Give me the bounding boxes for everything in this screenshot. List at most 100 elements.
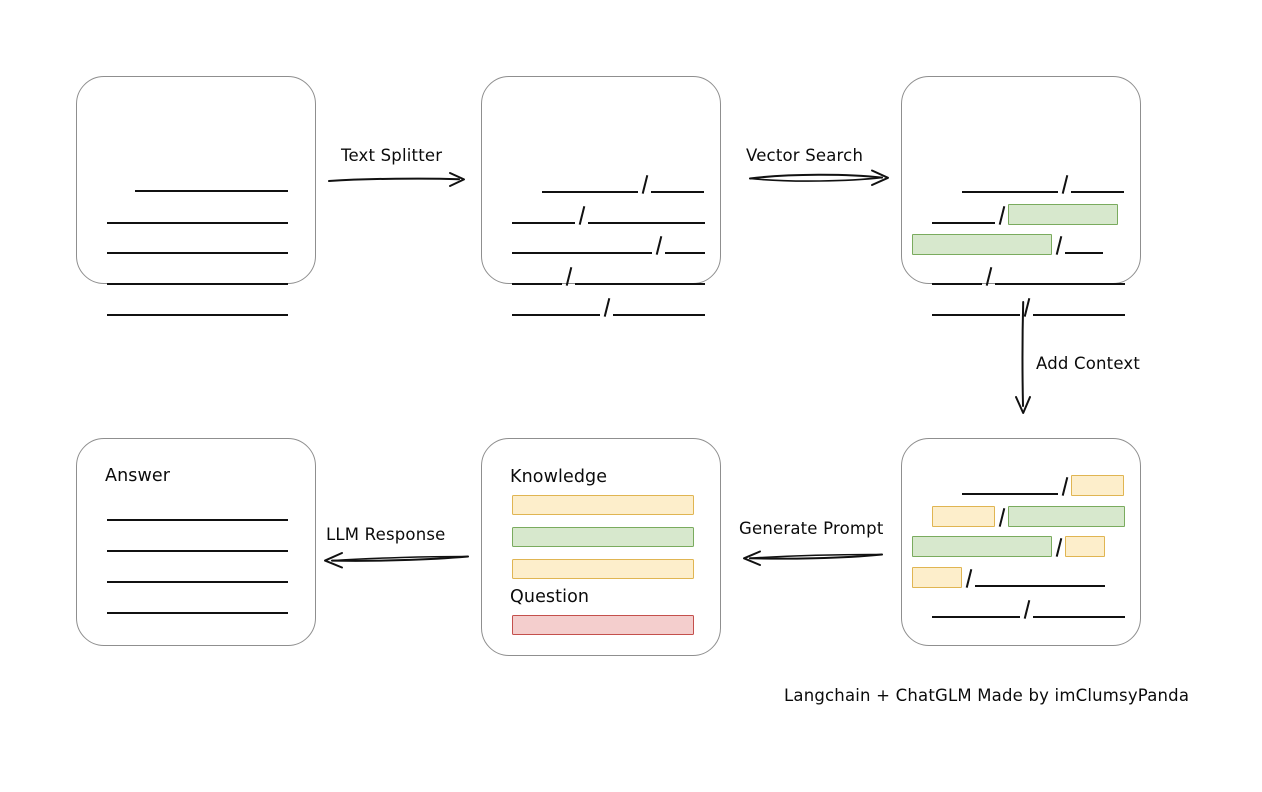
knowledge-bar (512, 559, 694, 579)
text-line-segment (932, 283, 982, 285)
highlight-chip-green (1008, 506, 1125, 527)
highlight-chip-green (912, 234, 1052, 255)
text-line-segment (932, 616, 1020, 618)
text-line-segment (588, 222, 705, 224)
document-line (912, 233, 1103, 255)
highlight-chip-yellow (1071, 475, 1124, 496)
document-line (135, 171, 288, 193)
knowledge-label: Knowledge (510, 467, 608, 487)
chunk-separator-icon (1058, 476, 1071, 496)
knowledge-bar (512, 527, 694, 547)
document-line (932, 264, 1125, 286)
document-line (512, 203, 705, 225)
arrow-label-llm-response: LLM Response (326, 525, 446, 544)
knowledge-bar (512, 495, 694, 515)
source-document-card[interactable] (76, 76, 316, 316)
text-line-segment (107, 252, 288, 254)
matched-chunks-card[interactable] (901, 76, 1141, 316)
text-line-segment (613, 314, 705, 316)
text-line-segment (1065, 252, 1103, 254)
llm-response-arrow (324, 552, 469, 569)
add-context-arrow (1015, 301, 1031, 414)
document-line (107, 562, 288, 584)
chunk-separator-icon (962, 568, 975, 588)
question-label: Question (510, 587, 590, 607)
text-line-segment (1071, 191, 1124, 193)
chunk-separator-icon (575, 205, 588, 225)
document-line (107, 233, 288, 255)
highlight-chip-yellow (912, 567, 962, 588)
arrow-label-generate-prompt: Generate Prompt (739, 519, 884, 538)
arrow-label-add-context: Add Context (1036, 354, 1141, 373)
chunk-separator-icon (982, 266, 995, 286)
answer-rows (77, 439, 315, 645)
matched-chunks-rows (902, 77, 1140, 316)
context-chunks-card[interactable] (901, 438, 1141, 646)
document-line (512, 264, 705, 286)
chunk-separator-icon (638, 174, 651, 194)
chunk-separator-icon (1052, 537, 1065, 557)
text-line-segment (135, 190, 288, 192)
arrow-label-text-splitter: Text Splitter (341, 146, 443, 165)
answer-heading: Answer (105, 466, 171, 486)
document-line (962, 172, 1124, 194)
text-line-segment (107, 550, 288, 552)
split-chunks-card[interactable] (481, 76, 721, 316)
text-line-segment (107, 581, 288, 583)
document-line (962, 474, 1124, 496)
text-line-segment (995, 283, 1125, 285)
text-line-segment (1033, 314, 1125, 316)
document-line (107, 295, 288, 317)
chunk-separator-icon (652, 235, 665, 255)
document-line (542, 172, 704, 194)
text-line-segment (107, 612, 288, 614)
document-line (932, 597, 1125, 619)
text-line-segment (107, 222, 288, 224)
document-line (912, 566, 1105, 588)
highlight-chip-green (1008, 204, 1118, 225)
chunk-separator-icon (600, 297, 613, 317)
text-line-segment (651, 191, 704, 193)
answer-card[interactable]: Answer (76, 438, 316, 646)
text-line-segment (107, 519, 288, 521)
document-line (107, 593, 288, 615)
text-line-segment (575, 283, 705, 285)
document-line (932, 505, 1125, 527)
highlight-chip-yellow (932, 506, 995, 527)
chunk-separator-icon (1058, 174, 1071, 194)
document-line (107, 531, 288, 553)
text-line-segment (932, 222, 995, 224)
document-line (107, 500, 288, 522)
text-line-segment (107, 314, 288, 316)
text-line-segment (512, 314, 600, 316)
arrow-label-vector-search: Vector Search (746, 146, 864, 165)
chunk-separator-icon (1052, 235, 1065, 255)
text-line-segment (932, 314, 1020, 316)
text-line-segment (512, 222, 575, 224)
chunk-separator-icon (995, 205, 1008, 225)
text-line-segment (542, 191, 638, 193)
split-chunks-rows (482, 77, 720, 316)
prompt-card[interactable]: Knowledge Question (481, 438, 721, 656)
credit-text: Langchain + ChatGLM Made by imClumsyPand… (784, 686, 1190, 705)
document-line (932, 203, 1118, 225)
source-document-rows (77, 77, 315, 316)
chunk-separator-icon (1020, 599, 1033, 619)
document-line (932, 295, 1125, 317)
text-line-segment (512, 252, 652, 254)
document-line (107, 203, 288, 225)
highlight-chip-yellow (1065, 536, 1105, 557)
text-line-segment (107, 283, 288, 285)
text-line-segment (962, 493, 1058, 495)
chunk-separator-icon (562, 266, 575, 286)
vector-search-arrow (749, 169, 889, 186)
text-splitter-arrow (328, 172, 465, 187)
chunk-separator-icon (995, 507, 1008, 527)
document-line (107, 264, 288, 286)
document-line (512, 295, 705, 317)
highlight-chip-green (912, 536, 1052, 557)
generate-prompt-arrow (743, 550, 883, 566)
text-line-segment (665, 252, 705, 254)
text-line-segment (975, 585, 1105, 587)
